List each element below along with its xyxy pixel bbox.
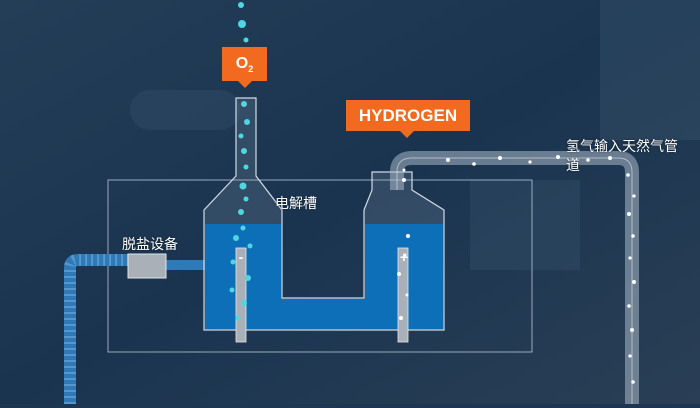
hydrogen-bubble <box>627 304 631 308</box>
hydrogen-bubble <box>631 380 635 384</box>
hydrogen-bubble <box>403 253 407 257</box>
hydrogen-bubble <box>402 178 406 182</box>
oxygen-bubble <box>247 243 253 249</box>
oxygen-symbol: O <box>235 55 249 72</box>
oxygen-bubble <box>241 300 247 306</box>
background-blur-shape <box>470 180 580 270</box>
oxygen-bubble <box>241 148 247 154</box>
oxygen-bubble <box>243 164 249 170</box>
oxygen-bubble <box>244 119 250 125</box>
background-blur-shape <box>130 90 240 130</box>
anode-sign: + <box>400 249 408 265</box>
pipeline-label-line2: 道 <box>566 158 580 174</box>
hydrogen-bubble <box>528 160 532 164</box>
cathode-sign: - <box>239 249 244 265</box>
hydrogen-bubble <box>406 234 410 238</box>
hydrogen-bubble <box>630 328 634 332</box>
hydrogen-bubble <box>397 272 401 276</box>
electrolyzer-label: 电解槽 <box>275 196 317 212</box>
background-blur-shape <box>600 0 700 140</box>
pipeline-label-line1: 氢气输入天然气管 <box>566 139 678 155</box>
hydrogen-bubble <box>498 156 502 160</box>
oxygen-subscript: 2 <box>248 64 254 75</box>
desalination-label: 脱盐设备 <box>122 237 178 253</box>
hydrogen-bubble <box>556 155 560 159</box>
oxygen-bubble <box>229 287 235 293</box>
water-inlet-pipe <box>64 254 130 404</box>
oxygen-bubble <box>243 37 249 43</box>
oxygen-bubble <box>243 196 249 202</box>
oxygen-bubble <box>239 182 247 190</box>
oxygen-bubble <box>235 315 241 321</box>
oxygen-bubble <box>238 20 246 28</box>
desalination-unit <box>127 253 167 279</box>
oxygen-bubble <box>241 101 247 107</box>
oxygen-bubble <box>238 133 244 139</box>
hydrogen-bubble <box>446 158 450 162</box>
hydrogen-bubbles <box>397 155 636 384</box>
oxygen-bubble <box>238 209 244 215</box>
oxygen-bubbles <box>229 2 253 321</box>
oxygen-bubble <box>230 259 236 265</box>
oxygen-bubble <box>240 225 246 231</box>
cathode-electrode <box>235 247 247 343</box>
hydrogen-bubble <box>632 194 636 198</box>
hydrogen-bubble <box>627 212 631 216</box>
hydrogen-bubble <box>628 256 632 260</box>
hydrogen-bubble <box>405 293 409 297</box>
hydrogen-callout: HYDROGEN <box>346 100 470 138</box>
oxygen-bubble <box>245 275 251 281</box>
oxygen-callout: O2 <box>222 47 267 88</box>
hydrogen-bubble <box>402 168 406 172</box>
hydrogen-bubble <box>399 316 403 320</box>
hydrogen-bubble <box>626 173 630 177</box>
hydrogen-pipe-highlight <box>396 157 633 404</box>
hydrogen-bubble <box>472 162 476 166</box>
hydrogen-bubble <box>586 158 590 162</box>
hydrogen-bubble <box>628 354 632 358</box>
oxygen-bubble <box>233 235 239 241</box>
hydrogen-bubble <box>631 234 635 238</box>
electrolyte-water <box>205 224 443 329</box>
hydrogen-bubble <box>632 280 636 284</box>
oxygen-bubble <box>238 2 244 8</box>
hydrogen-bubble <box>608 156 612 160</box>
